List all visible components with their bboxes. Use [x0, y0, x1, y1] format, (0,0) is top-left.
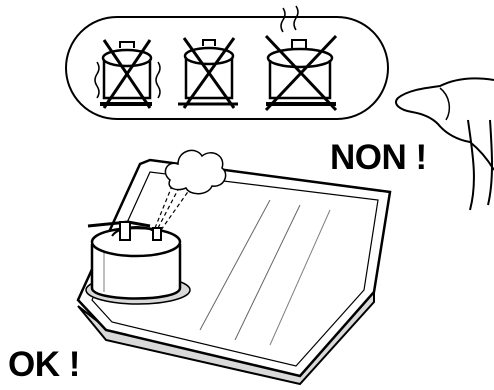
- forbidden-cookware-bubble: [66, 6, 388, 119]
- allowed-label: OK !: [8, 347, 80, 382]
- forbidden-label: NON !: [330, 140, 427, 175]
